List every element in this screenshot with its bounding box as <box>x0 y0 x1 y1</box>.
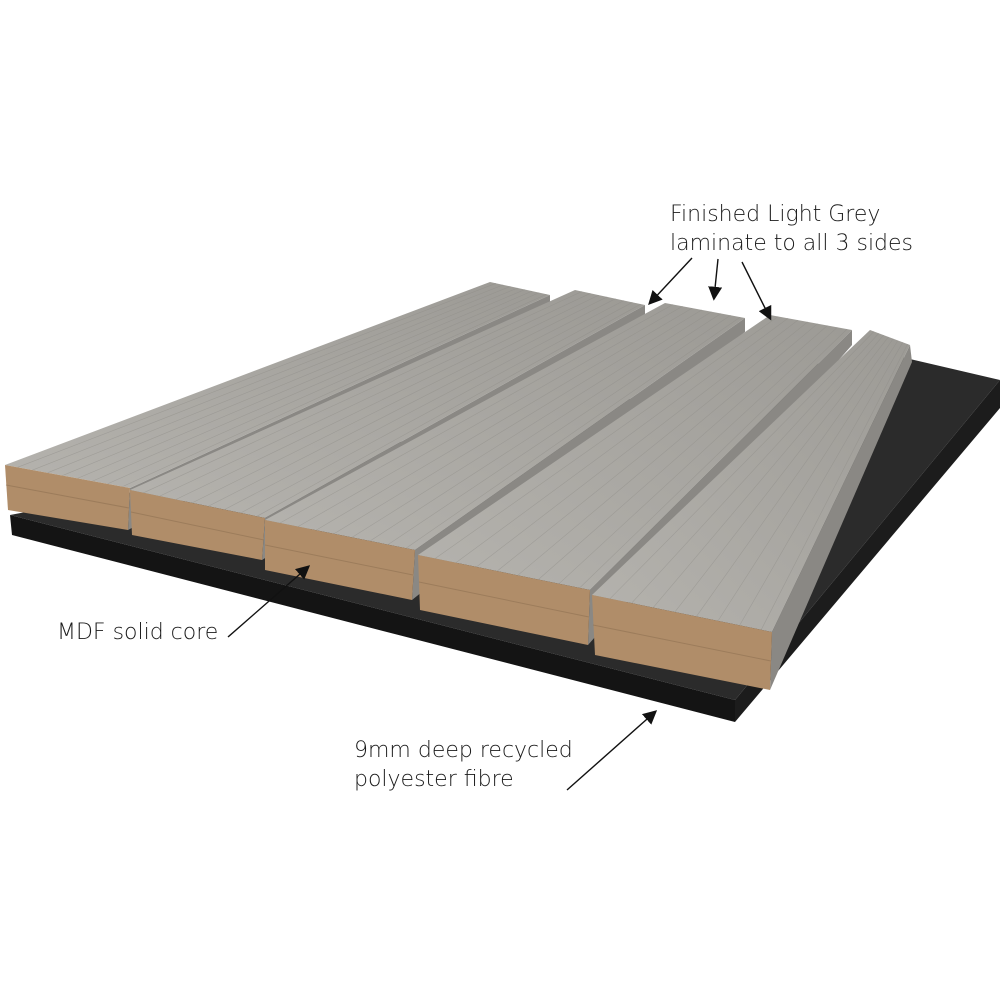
laminate-label-line-1: Finished Light Grey <box>670 202 881 227</box>
grain-line <box>143 291 583 494</box>
grain-line <box>717 340 899 622</box>
grain-line <box>47 286 511 474</box>
callout-arrows <box>227 257 772 791</box>
grain-line <box>224 300 625 510</box>
grain-line <box>279 304 674 524</box>
grain-line <box>631 333 880 604</box>
mdf-layer-lines <box>5 484 772 662</box>
grain-line <box>387 315 731 545</box>
grain-line <box>256 303 641 517</box>
grain-line <box>159 293 591 497</box>
laminate-label: Finished Light Grey laminate to all 3 si… <box>670 200 913 258</box>
grain-line <box>315 307 693 531</box>
mdf-core-label: MDF solid core <box>57 620 219 645</box>
wood-grain-texture <box>17 283 908 630</box>
grain-line <box>333 309 702 535</box>
felt-label: 9mm deep recycled polyester fibre <box>354 736 573 794</box>
grain-line <box>496 321 808 572</box>
grain-line <box>77 289 525 479</box>
grain-line <box>208 298 616 507</box>
grain-line <box>538 325 828 580</box>
grain-line <box>558 327 838 584</box>
grain-line <box>240 302 633 514</box>
grain-line <box>17 283 497 468</box>
grain-line <box>369 313 722 542</box>
grain-line <box>297 306 683 527</box>
grain-line <box>517 323 818 576</box>
grain-line <box>32 284 504 471</box>
grain-line <box>739 342 904 626</box>
felt-label-line-2: polyester fibre <box>354 767 514 792</box>
grain-line <box>609 331 875 599</box>
grain-line <box>696 338 894 617</box>
laminate-label-line-2: laminate to all 3 sides <box>670 231 914 256</box>
grain-line <box>191 296 608 504</box>
grain-line <box>92 290 533 482</box>
grain-line <box>476 319 799 568</box>
grain-line <box>674 336 889 613</box>
grain-line <box>107 292 540 485</box>
grain-line <box>652 334 884 608</box>
grain-line <box>579 328 848 589</box>
grain-line <box>760 343 908 630</box>
grain-line <box>455 318 789 563</box>
grain-line <box>62 287 518 476</box>
grain-line <box>405 316 741 549</box>
grain-line <box>175 294 599 500</box>
felt-label-line-1: 9mm deep recycled <box>354 738 573 763</box>
grain-line <box>122 293 547 487</box>
grain-line <box>351 311 712 538</box>
grain-line <box>435 316 779 559</box>
